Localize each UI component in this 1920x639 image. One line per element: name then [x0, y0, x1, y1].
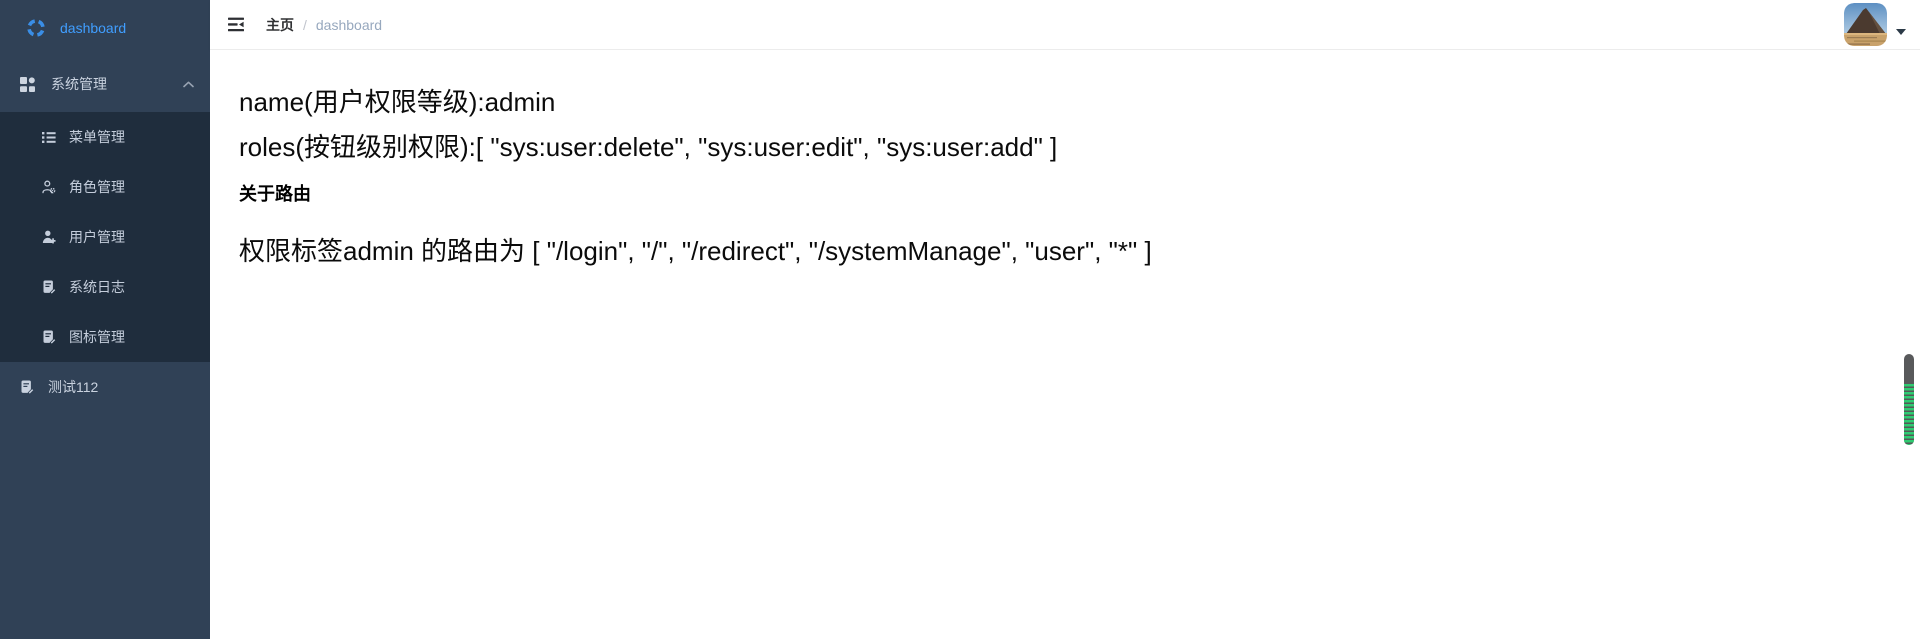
- sidebar-item-icon-manage[interactable]: 图标管理: [0, 312, 210, 362]
- sidebar-item-menu-manage[interactable]: 菜单管理: [0, 112, 210, 162]
- header: 主页 / dashboard: [210, 0, 1920, 50]
- route-heading: 关于路由: [239, 184, 311, 204]
- sidebar-item-user-manage[interactable]: 用户管理: [0, 212, 210, 262]
- main-content: name(用户权限等级):admin roles(按钮级别权限):[ "sys:…: [210, 50, 1920, 639]
- breadcrumb-home-link[interactable]: 主页: [266, 16, 294, 33]
- sidebar-item-test112[interactable]: 测试112: [0, 362, 210, 412]
- user-add-icon: [42, 230, 56, 244]
- dashboard-icon: [27, 19, 45, 37]
- sidebar-item-label: dashboard: [60, 20, 127, 36]
- permission-roles-line: roles(按钮级别权限):[ "sys:user:delete", "sys:…: [239, 132, 1058, 162]
- grid-icon: [20, 76, 35, 92]
- scrollbar-thumb[interactable]: [1904, 354, 1914, 445]
- sidebar: dashboard 系统管理: [0, 0, 210, 639]
- hamburger-fold-icon: [228, 17, 244, 32]
- document-edit-icon: [42, 330, 56, 344]
- sidebar-item-label: 图标管理: [69, 329, 125, 345]
- sidebar-item-label: 用户管理: [69, 229, 125, 245]
- breadcrumb-current: dashboard: [315, 16, 383, 33]
- route-line: 权限标签admin 的路由为 [ "/login", "/", "/redire…: [239, 236, 1152, 266]
- avatar[interactable]: [1844, 3, 1887, 46]
- sidebar-toggle-button[interactable]: [228, 17, 244, 32]
- sidebar-item-system-manage[interactable]: 系统管理: [0, 56, 210, 112]
- document-edit-icon: [20, 380, 34, 394]
- permission-name-line: name(用户权限等级):admin: [239, 87, 556, 117]
- sidebar-item-system-log[interactable]: 系统日志: [0, 262, 210, 312]
- document-edit-icon: [42, 280, 56, 294]
- sidebar-submenu-system: 菜单管理 角色管理: [0, 112, 210, 362]
- sidebar-item-label: 测试112: [48, 379, 99, 395]
- sidebar-item-label: 系统日志: [69, 279, 125, 295]
- chevron-up-icon: [183, 80, 194, 88]
- breadcrumb-separator: /: [303, 16, 307, 33]
- list-icon: [42, 131, 56, 144]
- header-right: [1844, 3, 1906, 46]
- sidebar-item-dashboard[interactable]: dashboard: [0, 0, 210, 56]
- sidebar-item-label: 菜单管理: [69, 129, 125, 145]
- role-gear-icon: [42, 180, 56, 194]
- scrollbar-stripes: [1904, 384, 1914, 445]
- sidebar-item-label: 角色管理: [69, 179, 125, 195]
- sidebar-item-role-manage[interactable]: 角色管理: [0, 162, 210, 212]
- avatar-dropdown-caret-icon[interactable]: [1896, 28, 1906, 35]
- sidebar-item-label: 系统管理: [51, 76, 107, 92]
- breadcrumb: 主页 / dashboard: [266, 15, 382, 35]
